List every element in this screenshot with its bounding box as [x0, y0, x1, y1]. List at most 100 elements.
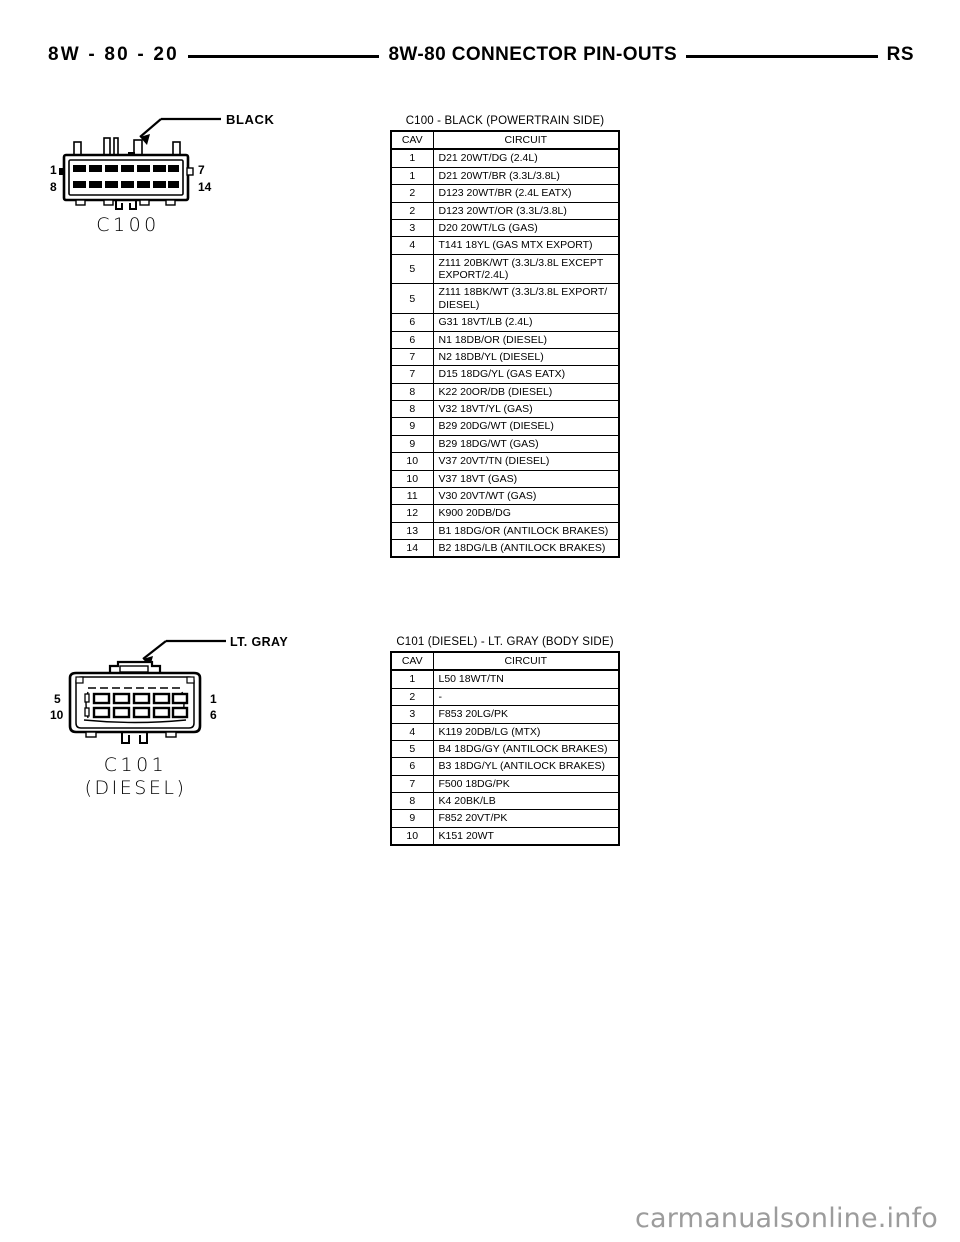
cell-circuit: Z111 20BK/WT (3.3L/3.8L EXCEPT EXPORT/2.… — [432, 253, 620, 285]
cell-cav: 1 — [390, 166, 434, 186]
c100-caption: C100 — [96, 214, 160, 236]
c101-pin-label-top-right: 1 — [210, 692, 217, 706]
cell-cav: 5 — [390, 739, 434, 759]
cell-circuit: K119 20DB/LG (MTX) — [432, 722, 620, 741]
cell-cav: 9 — [390, 434, 434, 454]
table-header-row: CAV CIRCUIT — [390, 651, 620, 672]
cell-cav: 3 — [390, 218, 434, 238]
c101-connector-illustration: LT. GRAY — [50, 635, 288, 744]
cell-cav: 8 — [390, 399, 434, 419]
cell-circuit: K900 20DB/DG — [432, 504, 620, 523]
cell-cav: 10 — [390, 826, 434, 846]
header-model-code: RS — [886, 44, 914, 65]
cell-circuit: G31 18VT/LB (2.4L) — [432, 313, 620, 332]
cell-circuit: N2 18DB/YL (DIESEL) — [432, 347, 620, 367]
column-header-cav: CAV — [390, 130, 434, 151]
cell-circuit: N1 18DB/OR (DIESEL) — [432, 330, 620, 349]
cell-circuit: T141 18YL (GAS MTX EXPORT) — [432, 236, 620, 255]
c100-pin-label-top-right: 7 — [198, 163, 205, 177]
cell-circuit: D21 20WT/BR (3.3L/3.8L) — [432, 166, 620, 186]
page-header: 8W - 80 - 20 8W-80 CONNECTOR PIN-OUTS RS — [48, 40, 914, 70]
table-row: 2- — [390, 687, 620, 707]
cell-circuit: D123 20WT/BR (2.4L EATX) — [432, 184, 620, 203]
cell-cav: 11 — [390, 486, 434, 506]
cell-circuit: - — [432, 687, 620, 707]
cell-cav: 6 — [390, 313, 434, 332]
cell-cav: 10 — [390, 452, 434, 471]
cell-cav: 9 — [390, 417, 434, 436]
cell-circuit: D15 18DG/YL (GAS EATX) — [432, 365, 620, 384]
c101-caption: C101 — [103, 754, 168, 776]
c100-pin-label-bottom-right: 14 — [198, 180, 212, 194]
header-rule-right — [686, 54, 878, 58]
column-header-cav: CAV — [390, 651, 434, 672]
cell-circuit: V32 18VT/YL (GAS) — [432, 399, 620, 419]
cell-cav: 8 — [390, 382, 434, 402]
c100-color-label: BLACK — [226, 112, 275, 127]
cell-cav: 5 — [390, 283, 434, 315]
cell-circuit: Z111 18BK/WT (3.3L/3.8L EXPORT/ DIESEL) — [432, 283, 620, 315]
column-header-circuit: CIRCUIT — [432, 651, 620, 672]
cell-cav: 14 — [390, 539, 434, 558]
cell-cav: 12 — [390, 504, 434, 523]
cell-circuit: K22 20OR/DB (DIESEL) — [432, 382, 620, 402]
cell-cav: 7 — [390, 347, 434, 367]
cell-circuit: K4 20BK/LB — [432, 791, 620, 811]
cell-circuit: F853 20LG/PK — [432, 705, 620, 724]
cell-circuit: B2 18DG/LB (ANTILOCK BRAKES) — [432, 539, 620, 558]
cell-circuit: D20 20WT/LG (GAS) — [432, 218, 620, 238]
cell-cav: 2 — [390, 201, 434, 220]
site-watermark: carmanualsonline.info — [635, 1203, 938, 1234]
cell-cav: 4 — [390, 722, 434, 741]
cell-circuit: F500 18DG/PK — [432, 774, 620, 794]
column-header-circuit: CIRCUIT — [432, 130, 620, 151]
header-page-number: 8W - 80 - 20 — [48, 44, 179, 65]
cell-cav: 3 — [390, 705, 434, 724]
cell-circuit: B29 18DG/WT (GAS) — [432, 434, 620, 454]
pinout-title-c101: C101 (DIESEL) - LT. GRAY (BODY SIDE) — [396, 636, 614, 648]
c100-pin-label-bottom-left: 8 — [50, 180, 57, 194]
cell-circuit: B4 18DG/GY (ANTILOCK BRAKES) — [432, 739, 620, 759]
cell-circuit: B3 18DG/YL (ANTILOCK BRAKES) — [432, 757, 620, 776]
cell-circuit: B29 20DG/WT (DIESEL) — [432, 417, 620, 436]
cell-cav: 7 — [390, 365, 434, 384]
cell-circuit: D123 20WT/OR (3.3L/3.8L) — [432, 201, 620, 220]
cell-cav: 2 — [390, 687, 434, 707]
cell-cav: 5 — [390, 253, 434, 285]
cell-cav: 4 — [390, 236, 434, 255]
page-title: 8W-80 CONNECTOR PIN-OUTS — [388, 44, 678, 65]
cell-cav: 6 — [390, 330, 434, 349]
pinout-title-c100: C100 - BLACK (POWERTRAIN SIDE) — [405, 115, 605, 127]
cell-cav: 6 — [390, 757, 434, 776]
c100-pin-label-top-left: 1 — [50, 163, 57, 177]
cell-cav: 10 — [390, 469, 434, 488]
cell-cav: 8 — [390, 791, 434, 811]
c101-pin-label-bottom-right: 6 — [210, 708, 217, 722]
c100-connector-illustration: BLACK — [50, 112, 275, 210]
cell-circuit: F852 20VT/PK — [432, 809, 620, 828]
